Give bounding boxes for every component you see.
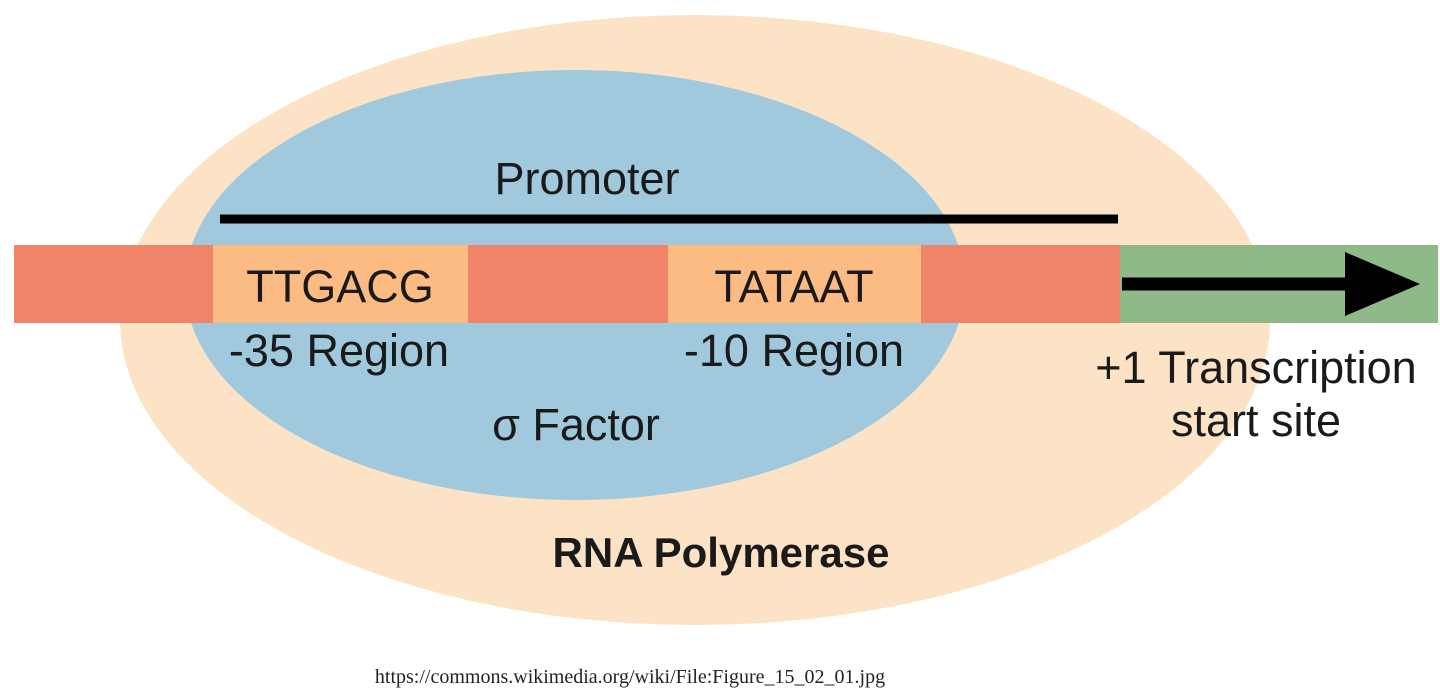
dna-strand [14, 245, 1120, 323]
transcription-arrow-icon [1122, 252, 1420, 316]
box-minus-35 [213, 245, 468, 323]
start-site-label-line1: +1 Transcription [1095, 342, 1416, 393]
rna-polymerase-label: RNA Polymerase [553, 529, 890, 576]
box-minus-10-sequence: TATAAT [714, 261, 873, 312]
minus-10-region-label: -10 Region [684, 325, 904, 376]
source-url[interactable]: https://commons.wikimedia.org/wiki/File:… [0, 666, 1440, 689]
box-minus-10 [668, 245, 921, 323]
source-url-text[interactable]: https://commons.wikimedia.org/wiki/File:… [374, 666, 886, 688]
minus-35-region-label: -35 Region [229, 325, 449, 376]
sigma-factor-label: σ Factor [492, 399, 660, 450]
promoter-label: Promoter [494, 153, 679, 204]
box-minus-35-sequence: TTGACG [246, 261, 434, 312]
start-site-label-line2: start site [1171, 395, 1341, 446]
